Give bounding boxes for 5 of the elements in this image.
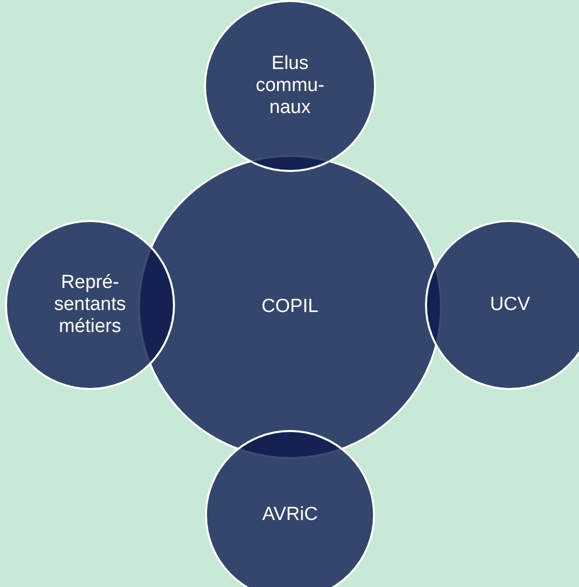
circle-label: UCV xyxy=(488,294,532,316)
circle-label: Elus commu- naux xyxy=(254,53,326,119)
circle-label: Repré- sentants métiers xyxy=(53,272,127,338)
circle-label: AVRiC xyxy=(261,504,319,526)
circle-label: COPIL xyxy=(260,296,320,318)
